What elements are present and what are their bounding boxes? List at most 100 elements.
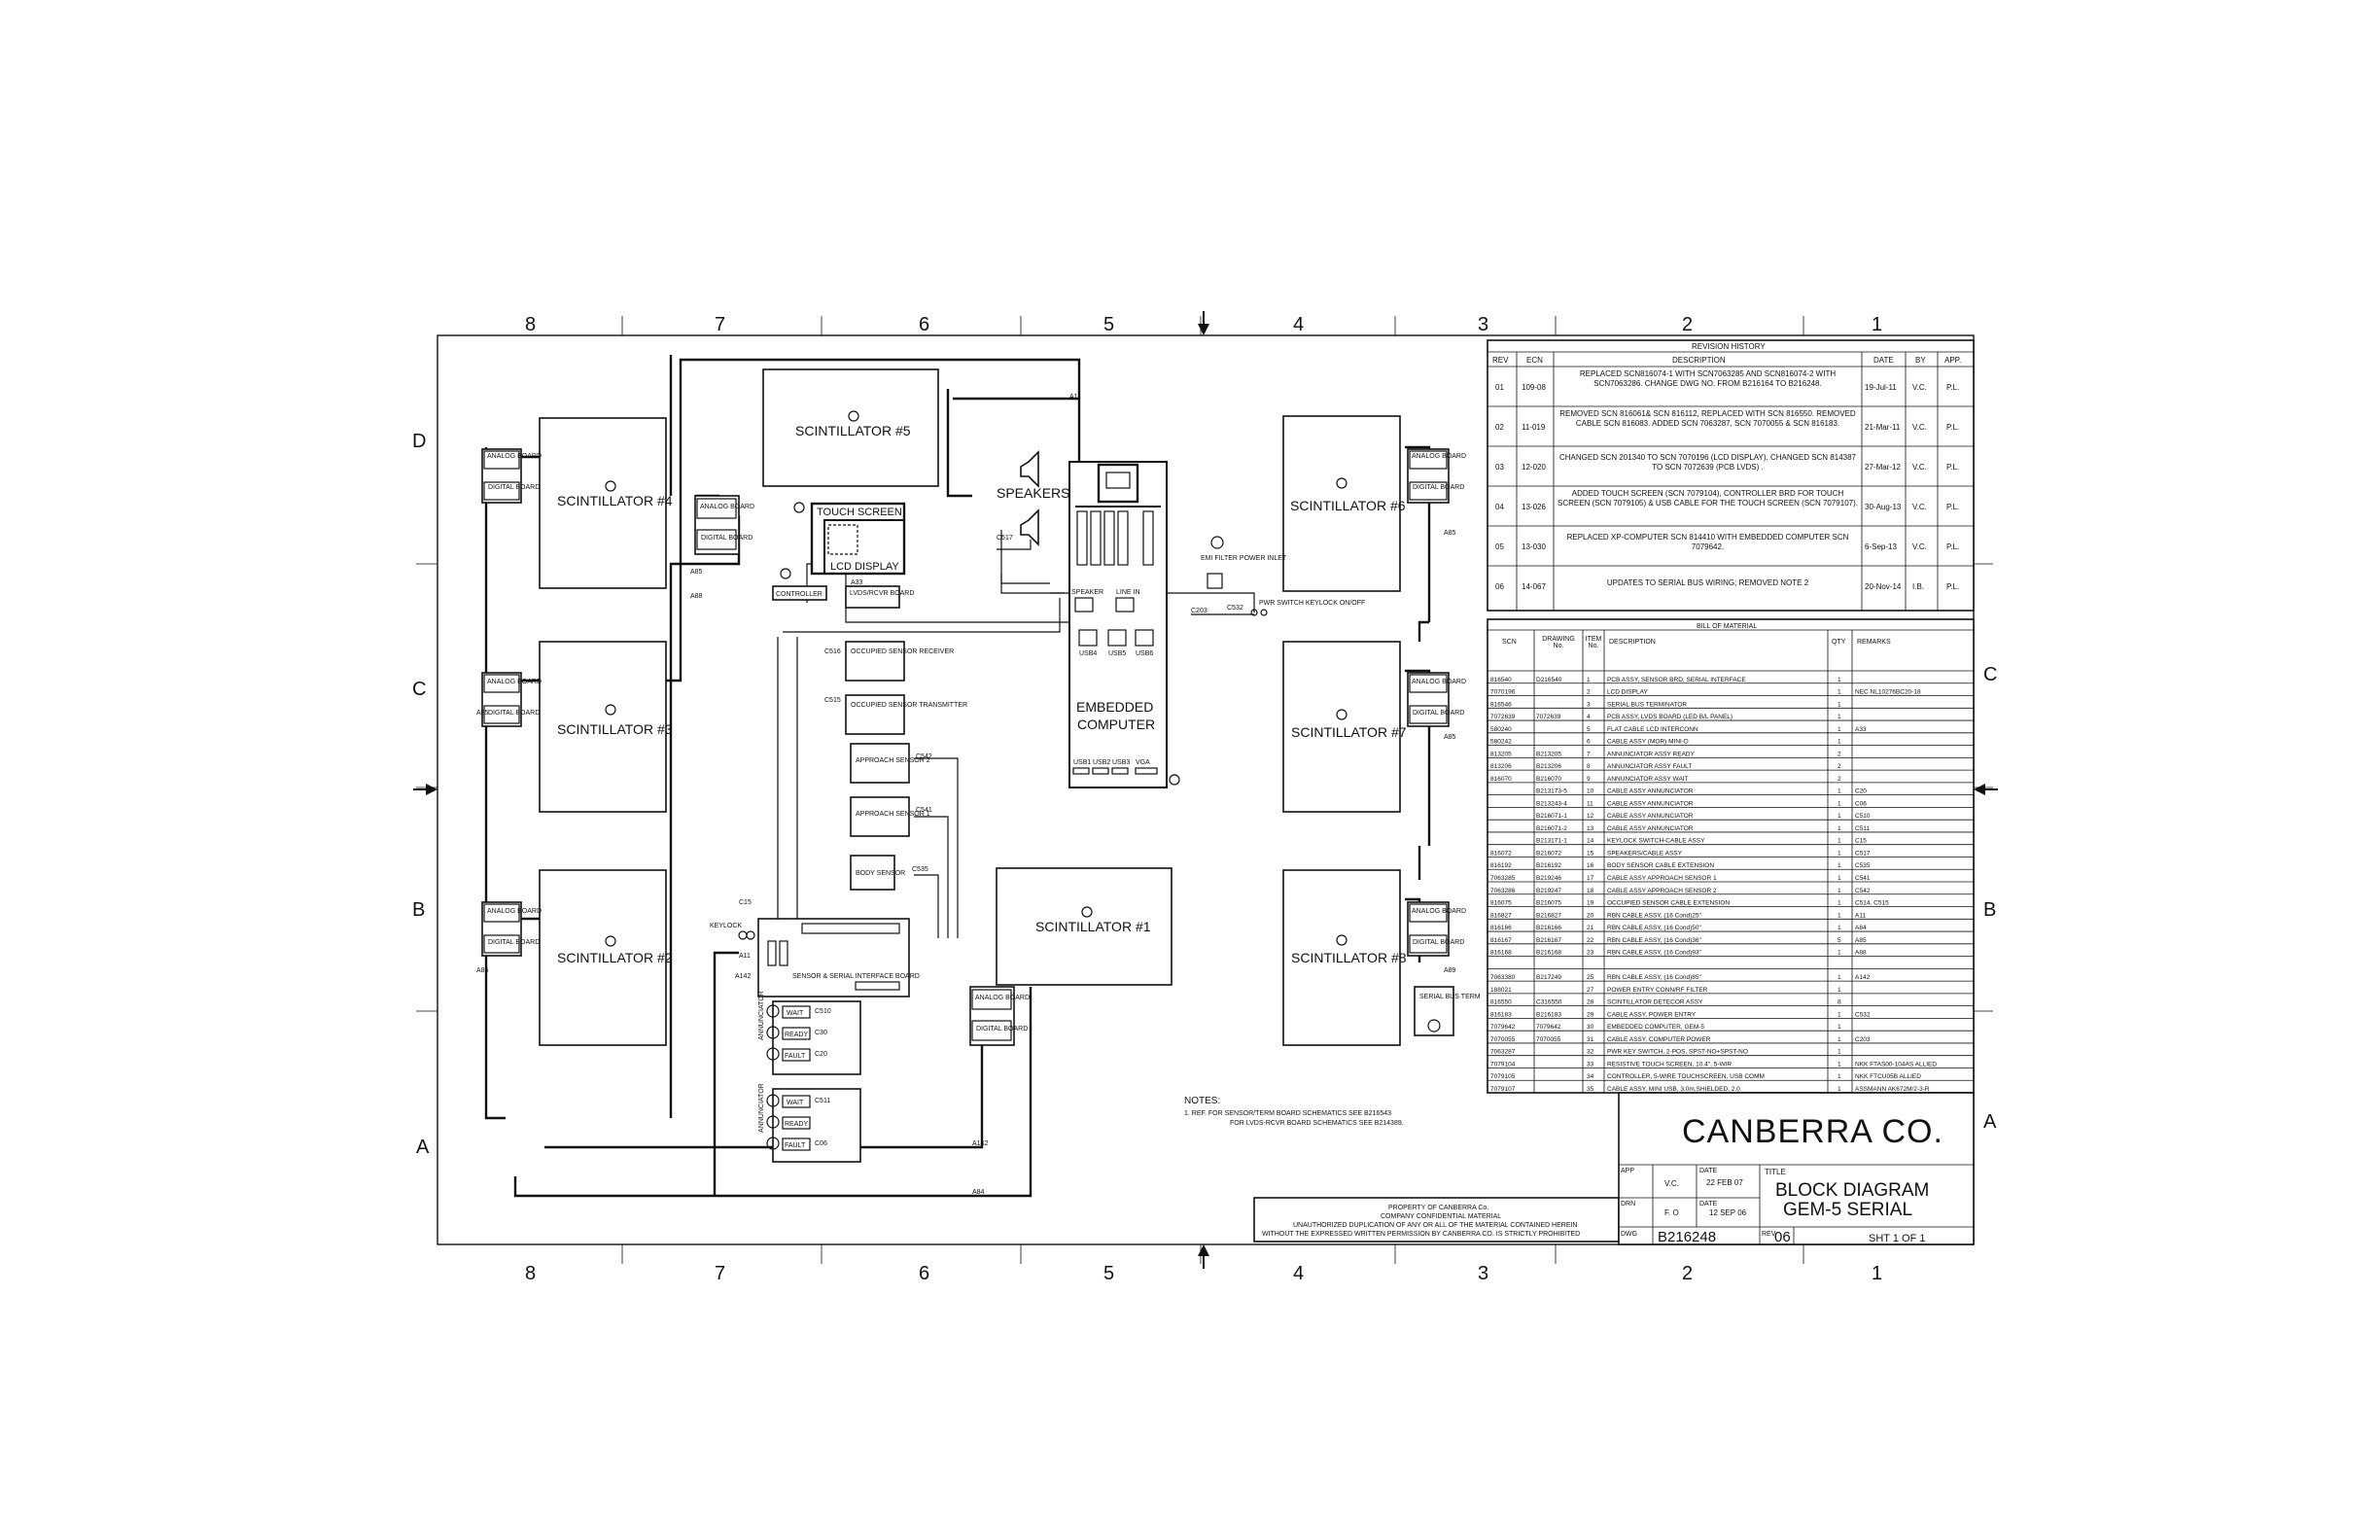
body-sensor: BODY SENSOR C535 bbox=[850, 855, 928, 891]
svg-text:DATE: DATE bbox=[1699, 1201, 1717, 1208]
svg-text:TITLE: TITLE bbox=[1765, 1168, 1786, 1176]
bom-cell: EMBEDDED COMPUTER, GEM-5 bbox=[1607, 1024, 1704, 1031]
svg-text:LINE IN: LINE IN bbox=[1116, 589, 1140, 596]
svg-text:USB1: USB1 bbox=[1073, 759, 1091, 766]
svg-text:EMI FILTER POWER INLET: EMI FILTER POWER INLET bbox=[1201, 555, 1287, 562]
bom-cell: C532 bbox=[1855, 1011, 1871, 1018]
approach-sensor-1: APPROACH SENSOR 1 C541 bbox=[850, 796, 932, 837]
svg-text:ANALOG BOARD: ANALOG BOARD bbox=[487, 908, 542, 915]
bom-cell: RBN CABLE ASSY, (16 Cond)36" bbox=[1607, 937, 1702, 944]
bom-cell: FLAT CABLE LCD INTERCONN bbox=[1607, 726, 1698, 733]
svg-text:DIGITAL BOARD: DIGITAL BOARD bbox=[488, 710, 540, 717]
bom-cell: 1 bbox=[1838, 875, 1841, 882]
zone-col-8-bottom: 8 bbox=[525, 1263, 536, 1284]
bom-cell: RBN CABLE ASSY, (16 Cond)93" bbox=[1607, 950, 1702, 957]
svg-text:A88: A88 bbox=[690, 593, 703, 600]
svg-text:READY: READY bbox=[785, 1121, 808, 1128]
zone-col-2: 2 bbox=[1682, 314, 1693, 335]
bom-cell: A11 bbox=[1855, 912, 1866, 919]
zone-row-d: D bbox=[412, 431, 426, 452]
bom-cell: RBN CABLE ASSY, (16 Cond)25" bbox=[1607, 912, 1702, 919]
bom-cell: CABLE ASSY, COMPUTER POWER bbox=[1607, 1036, 1711, 1043]
bom-cell: A84 bbox=[1855, 925, 1867, 931]
svg-text:REVISION HISTORY: REVISION HISTORY bbox=[1692, 342, 1766, 351]
bom-cell: 7070055 bbox=[1490, 1036, 1516, 1043]
bom-cell: 816540 bbox=[1490, 677, 1512, 683]
svg-text:SCINTILLATOR #5: SCINTILLATOR #5 bbox=[795, 423, 911, 438]
bom-cell: 816827 bbox=[1490, 912, 1512, 919]
bom-cell: 7070055 bbox=[1536, 1036, 1561, 1043]
bom-cell: 35 bbox=[1587, 1086, 1594, 1093]
bom-cell: 7063380 bbox=[1490, 974, 1516, 981]
revision-row: 02 11-019 REMOVED SCN 816061& SCN 816112… bbox=[1495, 409, 1959, 432]
svg-text:109-08: 109-08 bbox=[1522, 383, 1546, 392]
bom-cell: 6 bbox=[1587, 739, 1591, 746]
svg-text:SCINTILLATOR #1: SCINTILLATOR #1 bbox=[1035, 919, 1151, 934]
bom-cell: 816550 bbox=[1490, 999, 1512, 1006]
svg-text:C06: C06 bbox=[815, 1140, 827, 1147]
svg-text:ANALOG BOARD: ANALOG BOARD bbox=[1412, 679, 1466, 685]
bom-row: 7070055 7070055 31 CABLE ASSY, COMPUTER POW… bbox=[1488, 1036, 1974, 1044]
svg-text:C516: C516 bbox=[824, 648, 841, 655]
svg-text:SCINTILLATOR #2: SCINTILLATOR #2 bbox=[557, 950, 673, 965]
svg-text:A89: A89 bbox=[1444, 967, 1456, 974]
bom-cell: 1 bbox=[1838, 726, 1841, 733]
zone-col-5-bottom: 5 bbox=[1103, 1263, 1114, 1284]
bom-cell: 31 bbox=[1587, 1036, 1594, 1043]
bom-cell: 816183 bbox=[1490, 1011, 1512, 1018]
svg-text:A142: A142 bbox=[972, 1140, 988, 1147]
svg-text:SCINTILLATOR #4: SCINTILLATOR #4 bbox=[557, 493, 673, 508]
svg-text:NOTES:: NOTES: bbox=[1184, 1096, 1220, 1106]
svg-text:USB2: USB2 bbox=[1093, 759, 1110, 766]
svg-text:DRN: DRN bbox=[1621, 1201, 1635, 1208]
svg-text:CONTROLLER: CONTROLLER bbox=[776, 591, 822, 598]
zone-row-c-right: C bbox=[1983, 664, 1997, 685]
bom-cell: B213173-5 bbox=[1536, 788, 1567, 795]
bom-cell: 1 bbox=[1838, 739, 1841, 746]
drawing-number: B216248 bbox=[1658, 1229, 1716, 1245]
bom-cell: CABLE ASSY ANNUNCIATOR bbox=[1607, 825, 1694, 832]
svg-text:P.L.: P.L. bbox=[1946, 582, 1959, 591]
svg-text:A142: A142 bbox=[735, 973, 751, 980]
bom-cell: NKK FTCU05B ALLIED bbox=[1855, 1073, 1921, 1080]
bom-cell: 23 bbox=[1587, 950, 1594, 957]
bom-cell: 7079107 bbox=[1490, 1086, 1516, 1093]
svg-text:APP.: APP. bbox=[1944, 356, 1961, 365]
svg-text:27-Mar-12: 27-Mar-12 bbox=[1865, 463, 1901, 472]
svg-text:V.C.: V.C. bbox=[1912, 383, 1927, 392]
bom-cell: 816167 bbox=[1490, 937, 1512, 944]
svg-text:P.L.: P.L. bbox=[1946, 542, 1959, 551]
board-pair-scint8: ANALOG BOARD DIGITAL BOARD bbox=[1407, 901, 1466, 957]
bom-cell: BODY SENSOR CABLE EXTENSION bbox=[1607, 862, 1714, 869]
bom-cell: 1 bbox=[1838, 1086, 1841, 1093]
svg-text:V.C.: V.C. bbox=[1912, 503, 1927, 511]
bom-cell: B216070 bbox=[1536, 776, 1561, 783]
svg-text:SCINTILLATOR #3: SCINTILLATOR #3 bbox=[557, 721, 673, 737]
svg-text:22 FEB 07: 22 FEB 07 bbox=[1706, 1178, 1743, 1187]
svg-text:11-019: 11-019 bbox=[1522, 423, 1546, 432]
bom-cell: 29 bbox=[1587, 1011, 1594, 1018]
bom-cell: KEYLOCK SWITCH-CABLE ASSY bbox=[1607, 838, 1705, 845]
svg-text:V.C.: V.C. bbox=[1912, 463, 1927, 472]
bom-cell: C542 bbox=[1855, 888, 1871, 894]
bom-cell: NKK FTAS00-104AS ALLIED bbox=[1855, 1061, 1937, 1068]
bom-cell: 22 bbox=[1587, 937, 1594, 944]
svg-text:A33: A33 bbox=[851, 579, 863, 586]
bom-cell: 25 bbox=[1587, 974, 1594, 981]
zone-row-b-right: B bbox=[1983, 899, 1996, 921]
svg-text:C535: C535 bbox=[912, 866, 928, 873]
svg-text:TOUCH SCREEN: TOUCH SCREEN bbox=[817, 507, 902, 518]
svg-text:06: 06 bbox=[1495, 582, 1504, 591]
drawing-subtitle: GEM-5 SERIAL bbox=[1783, 1200, 1912, 1220]
svg-text:12 SEP 06: 12 SEP 06 bbox=[1709, 1208, 1747, 1217]
bom-cell: 5 bbox=[1838, 937, 1841, 944]
svg-text:REMARKS: REMARKS bbox=[1857, 639, 1891, 646]
revision-row: 04 13-026 ADDED TOUCH SCREEN (SCN 707910… bbox=[1495, 489, 1959, 511]
